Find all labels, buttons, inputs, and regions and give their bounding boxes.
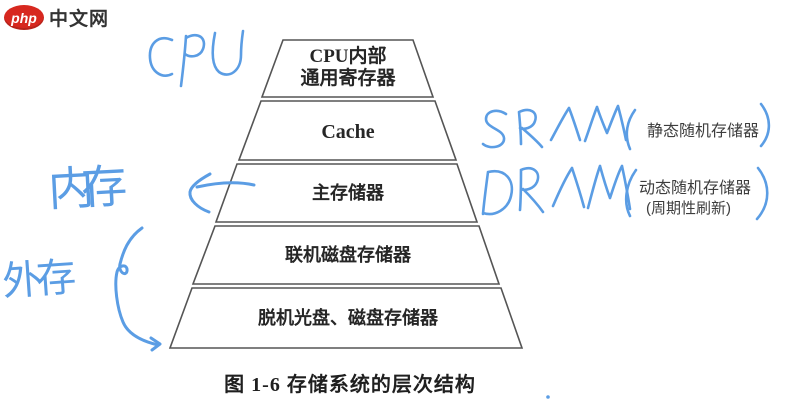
pyramid-tier-registers	[260, 39, 435, 98]
ink-letter-R	[518, 167, 545, 214]
brace-arrow-head	[149, 336, 162, 352]
handwritten-waicun-note: 外存	[0, 255, 72, 305]
php-logo-text: php	[11, 9, 37, 26]
ink-letter-M	[583, 104, 628, 143]
figure-caption: 图 1-6 存储系统的层次结构	[224, 374, 476, 396]
tier-label-registers: CPU内部 通用寄存器	[148, 46, 548, 90]
ink-open-paren	[625, 108, 637, 151]
brace-arrow-stroke	[114, 226, 162, 352]
handwritten-sram-word	[481, 102, 771, 151]
site-name: 中文网	[49, 9, 110, 30]
ink-close-paren	[755, 166, 769, 221]
ink-open-paren	[624, 168, 638, 218]
dram-definition-text: 动态随机存储器	[639, 180, 752, 197]
ink-letter-A	[549, 106, 582, 142]
ink-letter-P	[179, 33, 206, 88]
pyramid-tier-cache	[237, 100, 458, 161]
ink-letter-D	[481, 169, 514, 216]
brace-curve	[114, 226, 160, 347]
handwritten-cpu-word	[148, 29, 245, 88]
tier-label-online-disk: 联机磁盘存储器	[285, 245, 411, 265]
dram-refresh-note: (周期性刷新)	[646, 200, 731, 217]
left-arrow-stroke	[188, 172, 256, 214]
site-logo: php 中文网	[4, 4, 109, 31]
ink-letter-A	[551, 166, 586, 209]
ink-letter-C	[148, 37, 174, 77]
ink-letter-M	[586, 164, 632, 211]
pyramid-tier-main-memory	[214, 163, 479, 223]
pyramid-tier-online-disk	[191, 225, 501, 285]
handwritten-neicun-note: 内存	[46, 160, 116, 216]
ink-letter-R	[517, 108, 544, 149]
tier-label-cache: Cache	[321, 121, 375, 143]
arrow-shaft	[195, 181, 256, 189]
handwritten-dram-word	[481, 164, 769, 221]
tier-label-line1: CPU内部	[309, 46, 387, 67]
ink-letter-S	[481, 109, 508, 149]
tier-label-offline-disk: 脱机光盘、磁盘存储器	[258, 308, 438, 328]
arrow-head	[188, 172, 212, 214]
ink-dot	[546, 395, 550, 399]
tier-label-main-memory: 主存储器	[312, 183, 384, 203]
sram-definition-text: 静态随机存储器	[647, 123, 760, 140]
ink-close-paren	[759, 102, 771, 148]
pyramid-tier-offline-disk	[168, 287, 524, 349]
tier-label-line2: 通用寄存器	[300, 68, 396, 89]
php-logo-icon: php	[4, 5, 44, 30]
ink-letter-U	[211, 29, 245, 76]
